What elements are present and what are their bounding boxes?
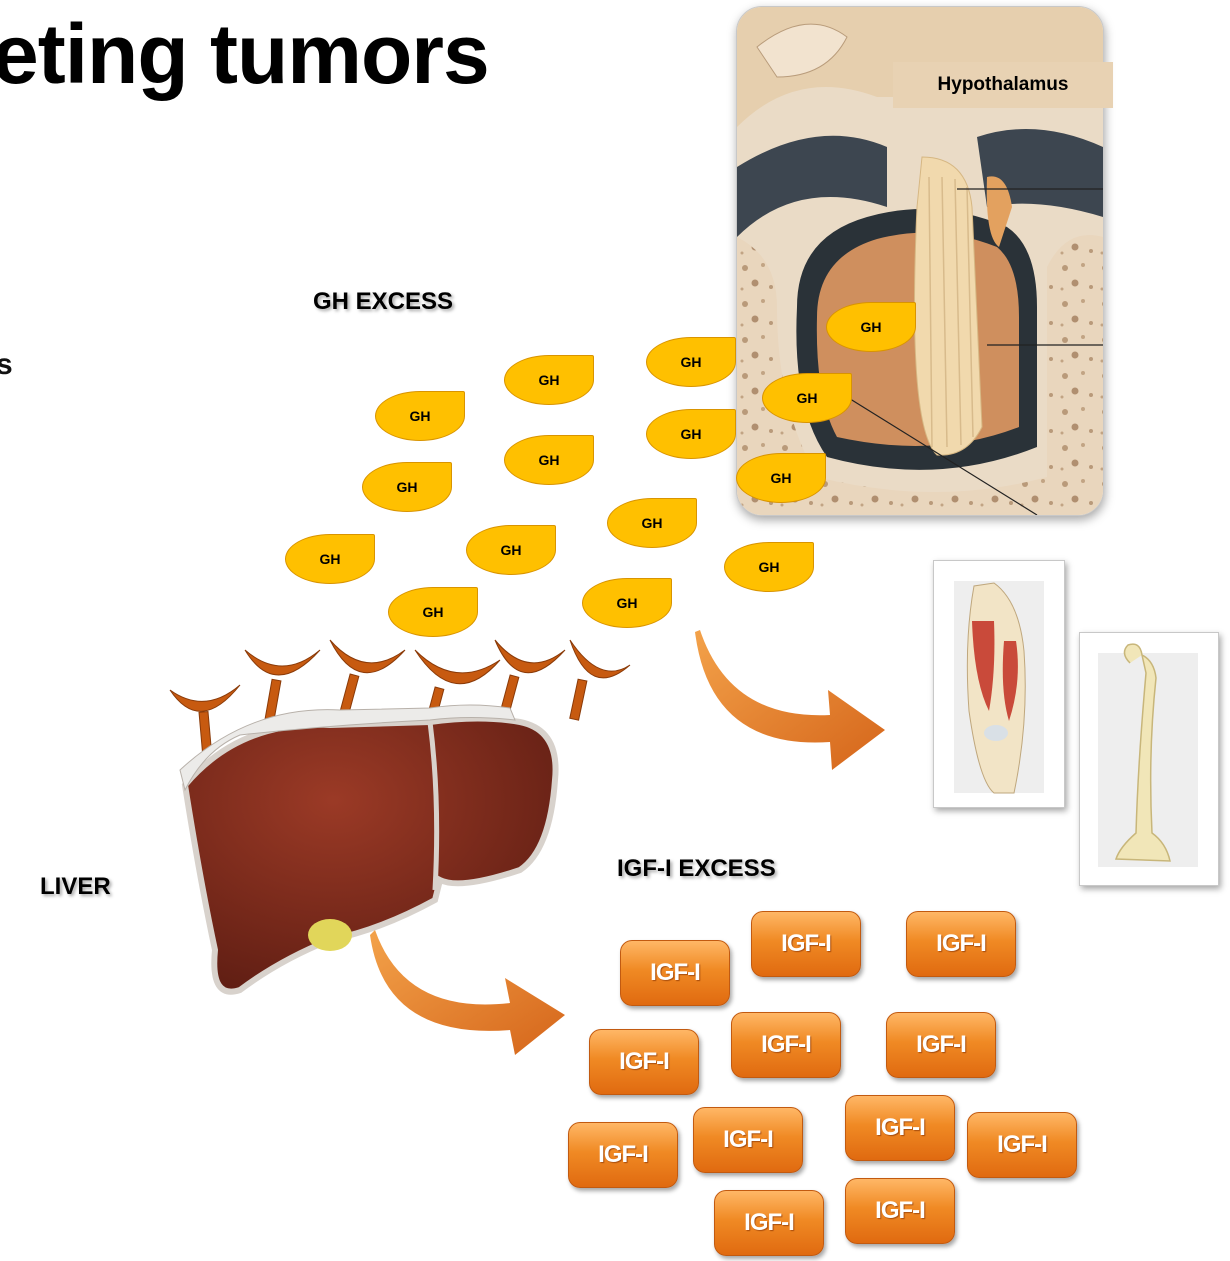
igf-molecule: IGF-I xyxy=(906,911,1016,977)
igf-molecule: IGF-I xyxy=(751,911,861,977)
liver-illustration xyxy=(180,705,556,992)
igf-molecule: IGF-I xyxy=(967,1112,1077,1178)
igf-molecule: IGF-I xyxy=(731,1012,841,1078)
bone-illustration xyxy=(1079,632,1219,886)
igf-molecule: IGF-I xyxy=(714,1190,824,1256)
muscle-illustration xyxy=(933,560,1065,808)
igf-molecule: IGF-I xyxy=(845,1178,955,1244)
igf-molecule: IGF-I xyxy=(589,1029,699,1095)
femur-drawing xyxy=(1080,633,1218,885)
igf-molecule: IGF-I xyxy=(620,940,730,1006)
igf-molecule: IGF-I xyxy=(693,1107,803,1173)
muscle-drawing xyxy=(934,561,1064,807)
arrow-to-tissues xyxy=(695,630,885,770)
igf-molecule: IGF-I xyxy=(845,1095,955,1161)
igf-molecule: IGF-I xyxy=(568,1122,678,1188)
arrow-to-igf xyxy=(370,930,565,1055)
igf-molecule: IGF-I xyxy=(886,1012,996,1078)
